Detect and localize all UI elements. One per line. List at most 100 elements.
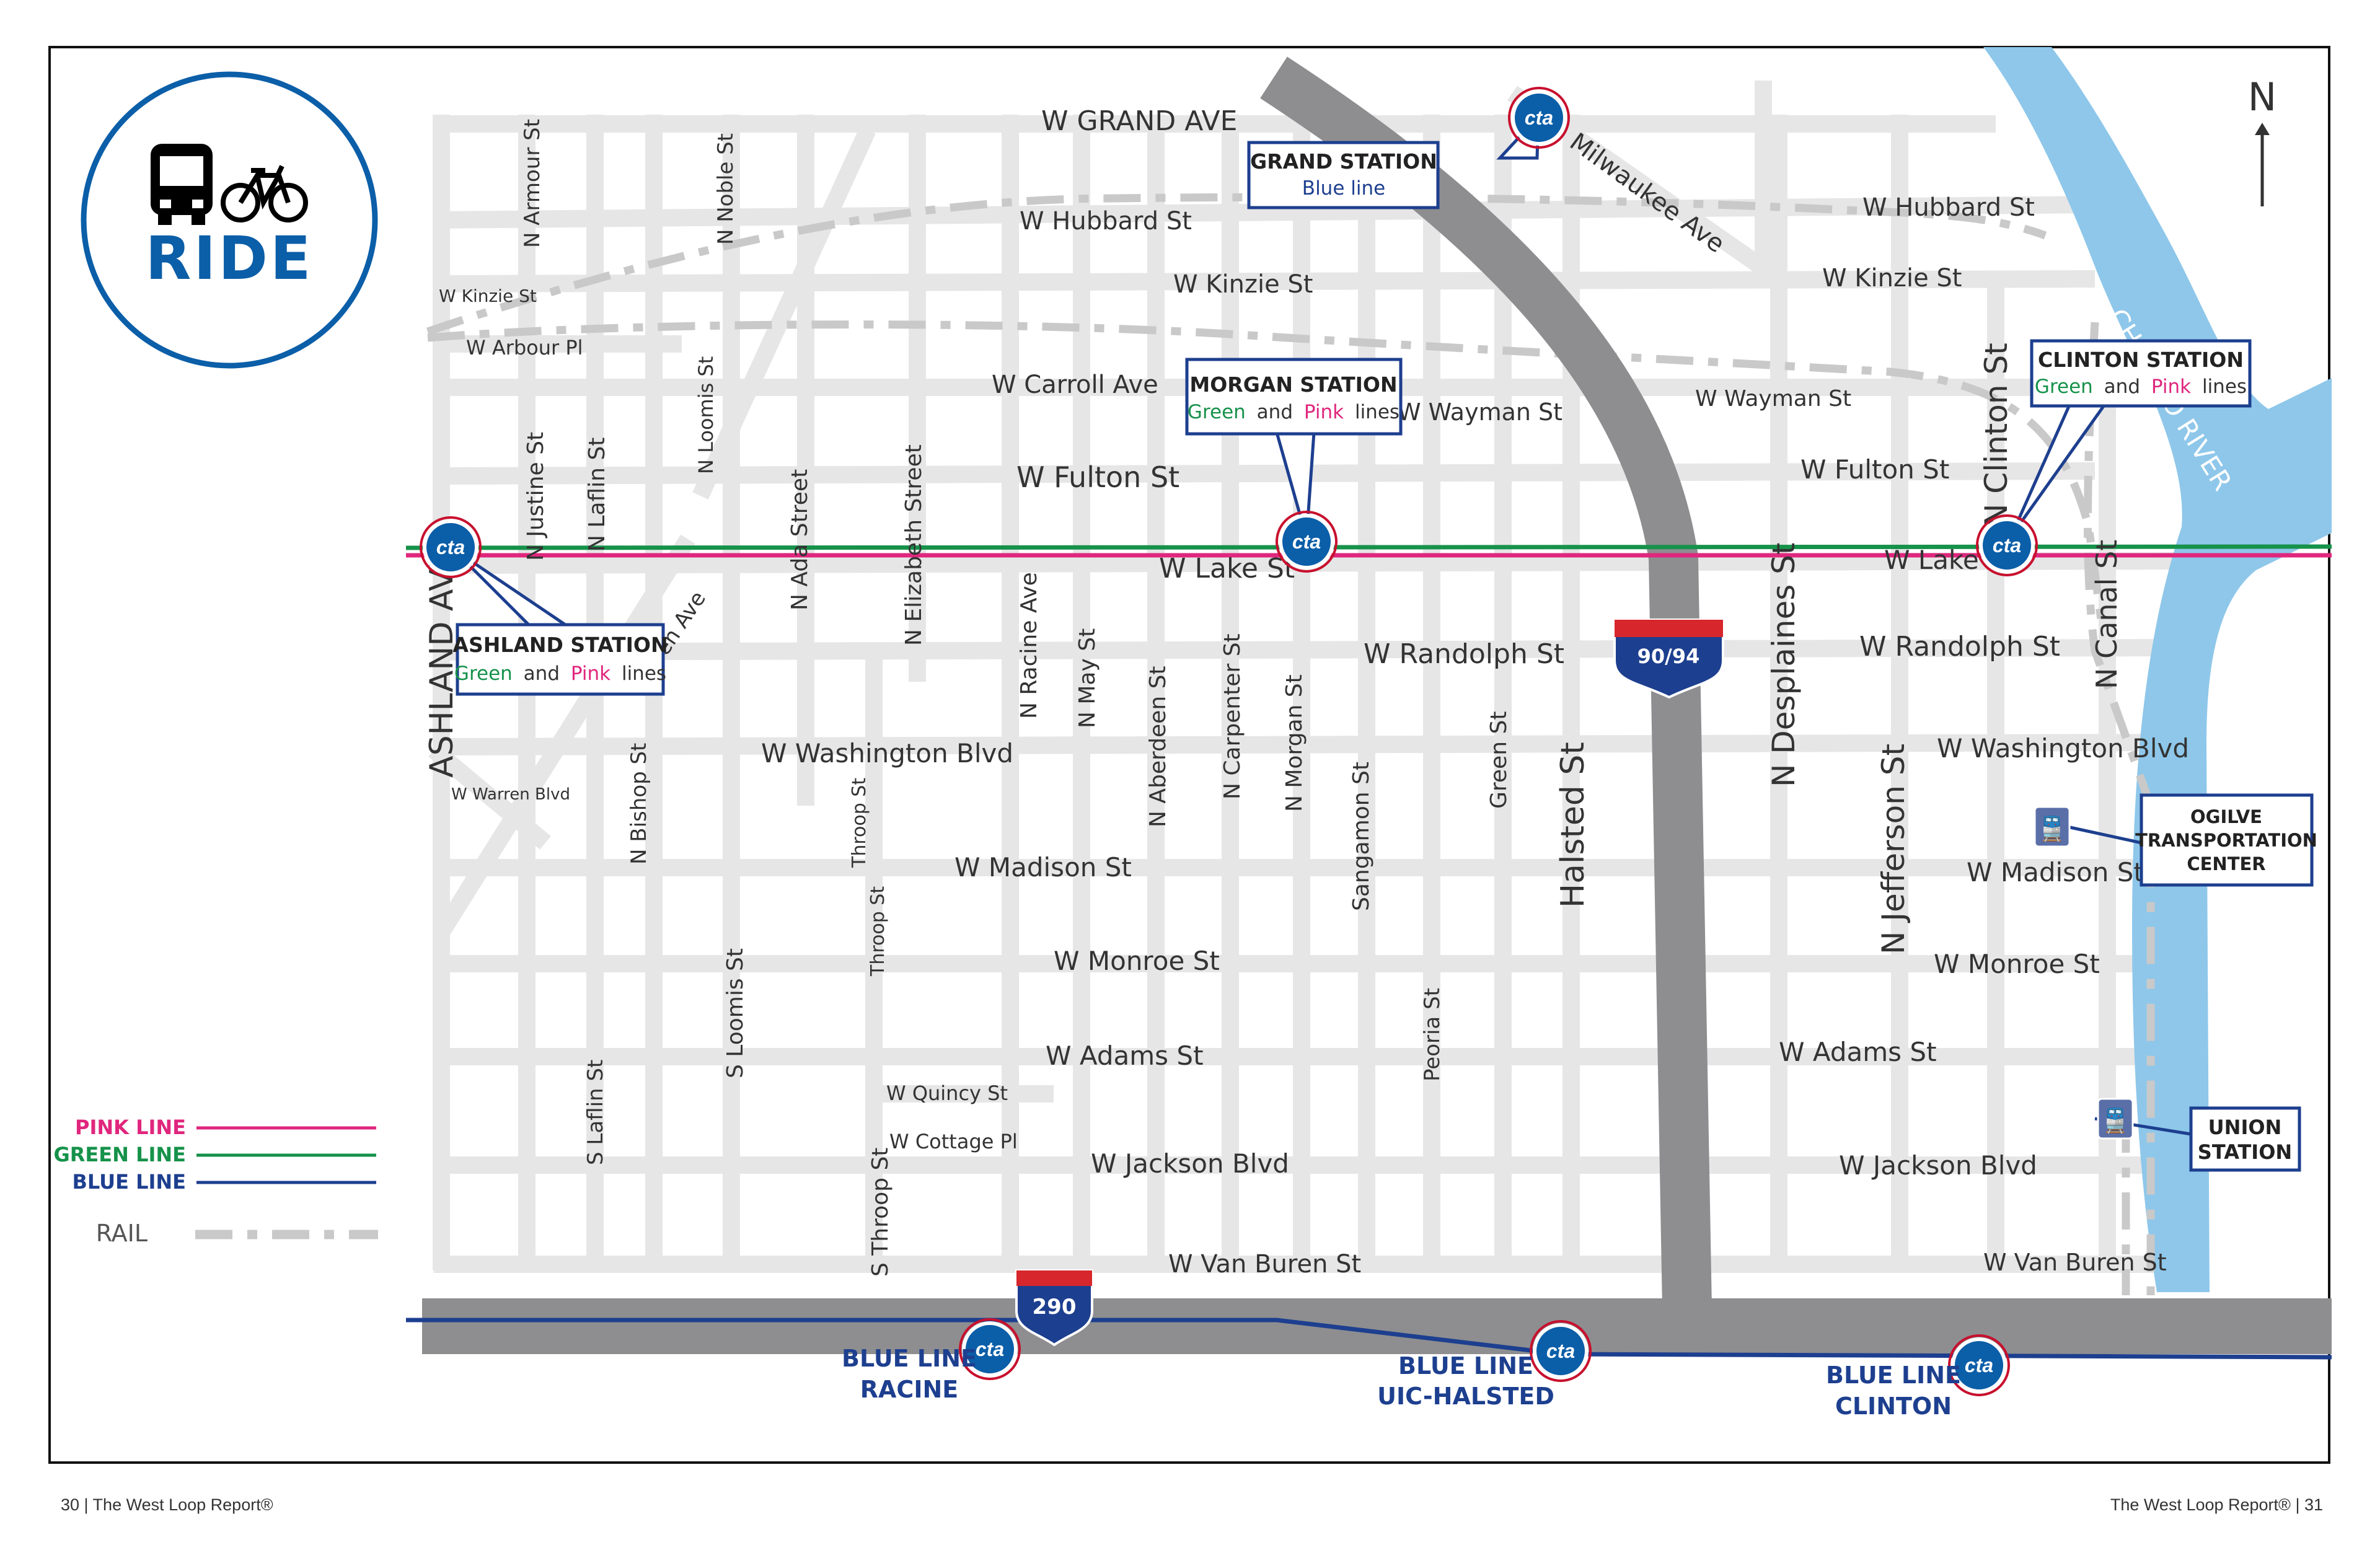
label-throop-s: S Throop St bbox=[868, 1148, 893, 1277]
chicago-river bbox=[1983, 47, 2332, 1292]
cta-badge-text: cta bbox=[1525, 107, 1553, 129]
label-desplaines: N Desplaines St bbox=[1766, 542, 1802, 787]
cta-badge-uic: cta bbox=[1530, 1320, 1592, 1382]
cta-icon bbox=[1979, 517, 2035, 573]
station-title: MORGAN STATION bbox=[1189, 372, 1397, 397]
north-arrow: N bbox=[2248, 74, 2276, 206]
label-milwaukee: Milwaukee Ave bbox=[1564, 128, 1730, 258]
street-diag-north bbox=[692, 126, 876, 500]
label-warren: W Warren Blvd bbox=[451, 785, 570, 804]
pink-word: Pink bbox=[2151, 376, 2191, 398]
station-title: GRAND STATION bbox=[1250, 149, 1437, 174]
interstate-90-94-label: 90/94 bbox=[1637, 645, 1700, 668]
interstate-shield-290: 290 bbox=[1015, 1269, 1093, 1347]
label-throop-mid: Throop St bbox=[867, 886, 889, 977]
train-icon-box bbox=[2097, 1098, 2134, 1140]
label-loomis-n: N Loomis St bbox=[694, 356, 718, 474]
cta-badge-text: cta bbox=[976, 1338, 1004, 1360]
label-van-buren-mid: W Van Buren St bbox=[1168, 1250, 1361, 1279]
green-word: Green bbox=[454, 662, 513, 685]
cta-badge-morgan: cta bbox=[1276, 511, 1338, 573]
cta-badge-text: cta bbox=[1993, 534, 2021, 557]
label-wayman-east: W Wayman St bbox=[1695, 386, 1851, 412]
cta-badge-ashland: cta bbox=[420, 516, 482, 578]
interstate-shield-90-94: 90/94 bbox=[1613, 618, 1724, 699]
label-kinzie-small: W Kinzie St bbox=[439, 286, 537, 306]
callout-grand-station: GRAND STATION Blue line bbox=[1247, 141, 1440, 209]
label-laflin-s: S Laflin St bbox=[583, 1060, 608, 1165]
label-kinzie-east: W Kinzie St bbox=[1822, 264, 1962, 293]
street-grid bbox=[428, 81, 2182, 1273]
train-icon: 🚆 bbox=[2037, 815, 2066, 842]
label-quincy: W Quincy St bbox=[886, 1081, 1008, 1105]
label-ashland: ASHLAND AVE bbox=[423, 548, 461, 778]
interstate-290-label: 290 bbox=[1033, 1295, 1077, 1319]
callout-morgan-station: MORGAN STATION Green and Pink lines bbox=[1185, 358, 1403, 436]
ride-label: RIDE bbox=[146, 224, 314, 293]
label-jackson-mid: W Jackson Blvd bbox=[1091, 1148, 1289, 1179]
lines-word: lines bbox=[1355, 401, 1399, 423]
station-title: ASHLAND STATION bbox=[452, 633, 668, 657]
label-van-buren-east: W Van Buren St bbox=[1983, 1249, 2167, 1276]
label-armour: N Armour St bbox=[520, 119, 545, 248]
street-ogden bbox=[436, 534, 695, 935]
label-morgan: N Morgan St bbox=[1282, 674, 1307, 812]
cta-icon bbox=[1951, 1337, 2007, 1393]
label-arbour: W Arbour Pl bbox=[466, 336, 583, 359]
cta-icon bbox=[962, 1321, 1018, 1377]
label-washington-mid: W Washington Blvd bbox=[761, 738, 1013, 768]
footer-left: 30 | The West Loop Report® bbox=[61, 1495, 273, 1514]
label-laflin-n: N Laflin St bbox=[584, 438, 610, 552]
label-adams-mid: W Adams St bbox=[1046, 1041, 1204, 1071]
cta-ring bbox=[959, 1318, 1021, 1380]
label-green: Green St bbox=[1486, 711, 1512, 809]
label-fulton-east: W Fulton St bbox=[1800, 454, 1949, 485]
label-jefferson: N Jefferson St bbox=[1875, 744, 1911, 954]
cta-ring bbox=[1530, 1320, 1592, 1382]
cta-icon bbox=[1279, 514, 1334, 570]
blue-racine-line1: BLUE LINE bbox=[842, 1345, 977, 1372]
blue-station-labels: BLUE LINE RACINE BLUE LINE UIC-HALSTED B… bbox=[842, 1345, 1961, 1420]
cta-badge-blue-clinton: cta bbox=[1948, 1334, 2010, 1396]
label-monroe-mid: W Monroe St bbox=[1054, 946, 1220, 976]
label-wayman-mid: W Wayman St bbox=[1398, 398, 1562, 426]
cta-icon bbox=[1511, 90, 1567, 146]
legend-pink-label: PINK LINE bbox=[75, 1116, 186, 1139]
label-lake-mid: W Lake St bbox=[1159, 553, 1295, 584]
label-fulton-mid: W Fulton St bbox=[1016, 460, 1179, 494]
and-word: and bbox=[2104, 376, 2140, 398]
highway-290 bbox=[422, 1298, 2332, 1354]
legend-rail-label: RAIL bbox=[96, 1220, 148, 1247]
blue-clinton-line1: BLUE LINE bbox=[1826, 1362, 1961, 1389]
lines-word: lines bbox=[622, 662, 666, 685]
cta-ring bbox=[1976, 514, 2038, 576]
station-lines: Green and Pink lines bbox=[1188, 401, 1399, 423]
interstate-shield-top bbox=[1615, 620, 1723, 637]
train-icon-box bbox=[2034, 806, 2071, 848]
callout-ashland-station: ASHLAND STATION Green and Pink lines bbox=[452, 623, 668, 696]
label-randolph-mid: W Randolph St bbox=[1364, 638, 1564, 670]
blue-uic-line1: BLUE LINE bbox=[1398, 1352, 1533, 1380]
cta-badge-grand: cta bbox=[1508, 87, 1570, 149]
bicycle-icon bbox=[221, 165, 308, 222]
label-jackson-east: W Jackson Blvd bbox=[1839, 1150, 2037, 1181]
cta-badge-text: cta bbox=[1546, 1340, 1575, 1362]
label-aberdeen: N Aberdeen St bbox=[1145, 666, 1171, 827]
label-cottage: W Cottage Pl bbox=[889, 1130, 1018, 1153]
and-word: and bbox=[1257, 401, 1293, 423]
interstate-shield-top bbox=[1016, 1270, 1092, 1286]
legend-green-label: GREEN LINE bbox=[54, 1143, 186, 1166]
label-monroe-east: W Monroe St bbox=[1934, 949, 2100, 979]
and-word: and bbox=[524, 662, 560, 685]
footer-right: The West Loop Report® | 31 bbox=[2110, 1495, 2323, 1514]
label-randolph-east: W Randolph St bbox=[1859, 631, 2060, 662]
label-ada: N Ada Street bbox=[787, 469, 813, 610]
label-adams-east: W Adams St bbox=[1779, 1037, 1937, 1067]
pink-word: Pink bbox=[571, 662, 610, 685]
street-diag-west bbox=[428, 743, 551, 850]
cta-badge-racine: cta bbox=[959, 1318, 1021, 1380]
bus-icon bbox=[151, 144, 213, 225]
label-sangamon: Sangamon St bbox=[1349, 762, 1374, 911]
callout-box bbox=[1185, 358, 1403, 436]
station-lines: Blue line bbox=[1302, 177, 1385, 200]
